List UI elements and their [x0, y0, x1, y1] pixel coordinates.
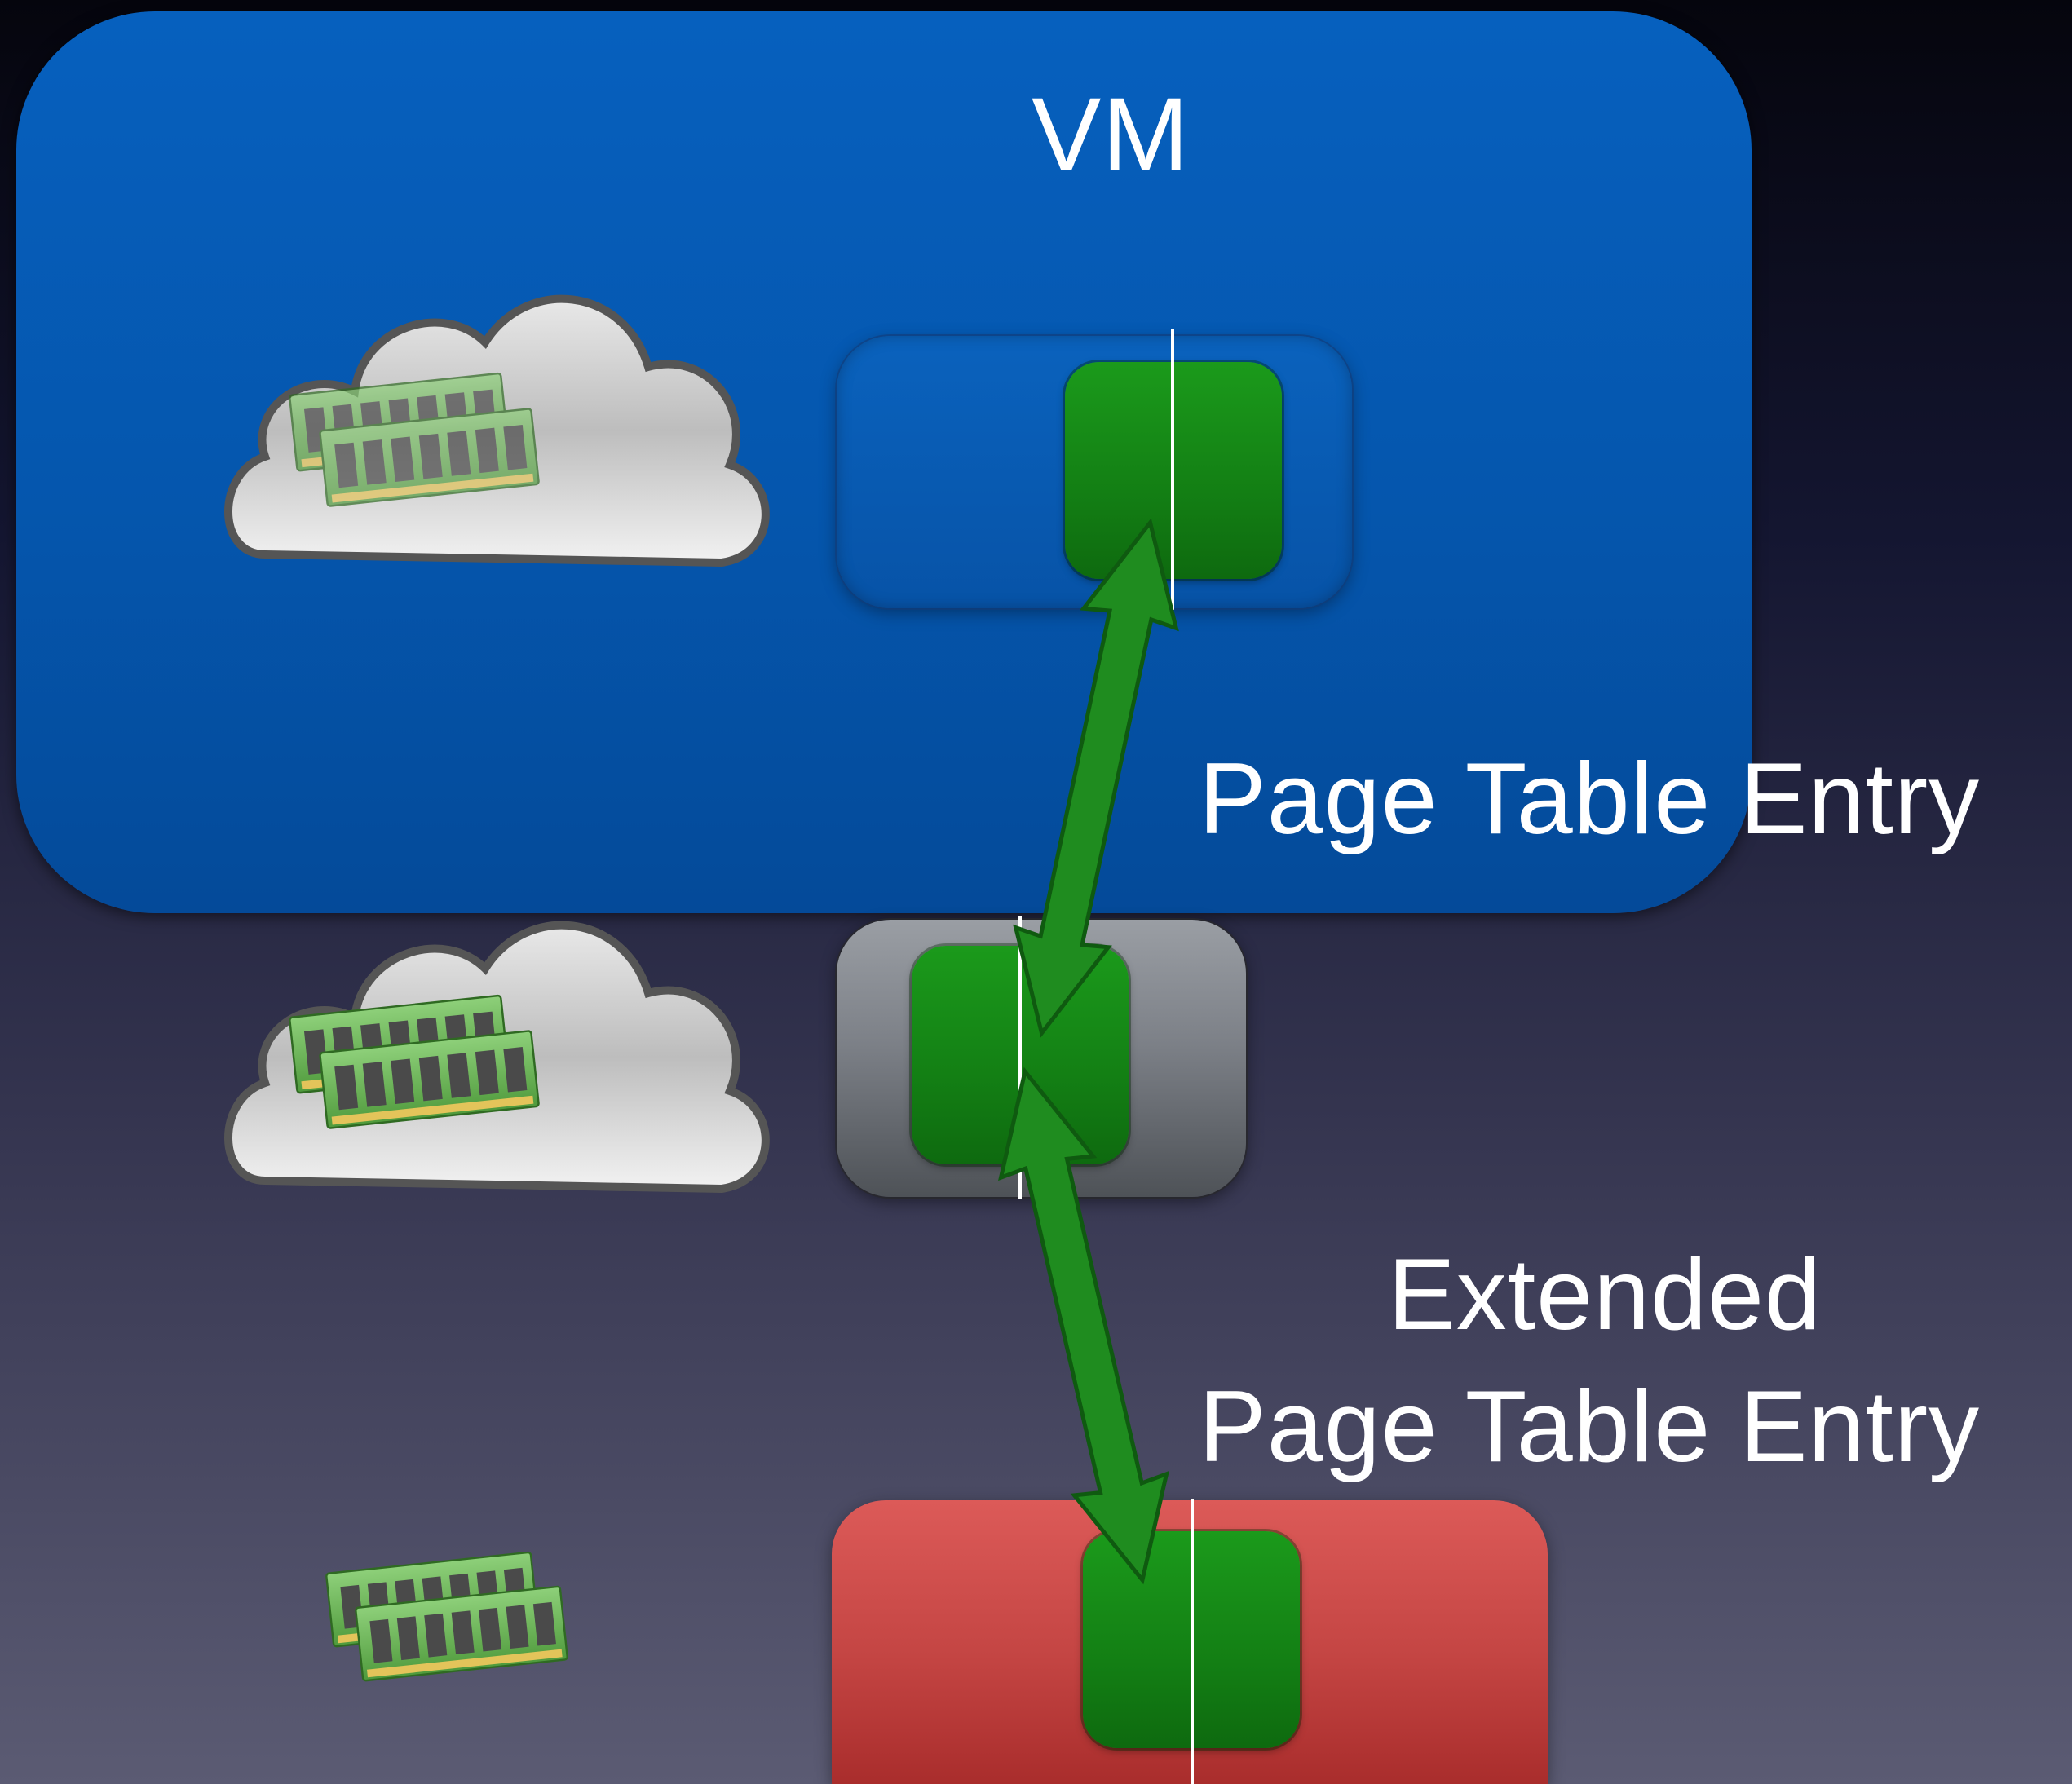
page-table-entry-label: Page Table Entry: [1199, 743, 1981, 855]
extended-label-line2: Page Table Entry: [1199, 1371, 1981, 1483]
vm-title: VM: [1032, 77, 1190, 193]
guest-offset-marker: [1171, 329, 1174, 610]
host-physical-offset-marker: [1191, 1499, 1194, 1784]
extended-label-line1: Extended: [1388, 1239, 1822, 1351]
page-table-arrow: [996, 513, 1197, 1043]
extended-page-table-arrow: [979, 1061, 1189, 1591]
guest-physical-offset-marker: [1018, 916, 1022, 1199]
